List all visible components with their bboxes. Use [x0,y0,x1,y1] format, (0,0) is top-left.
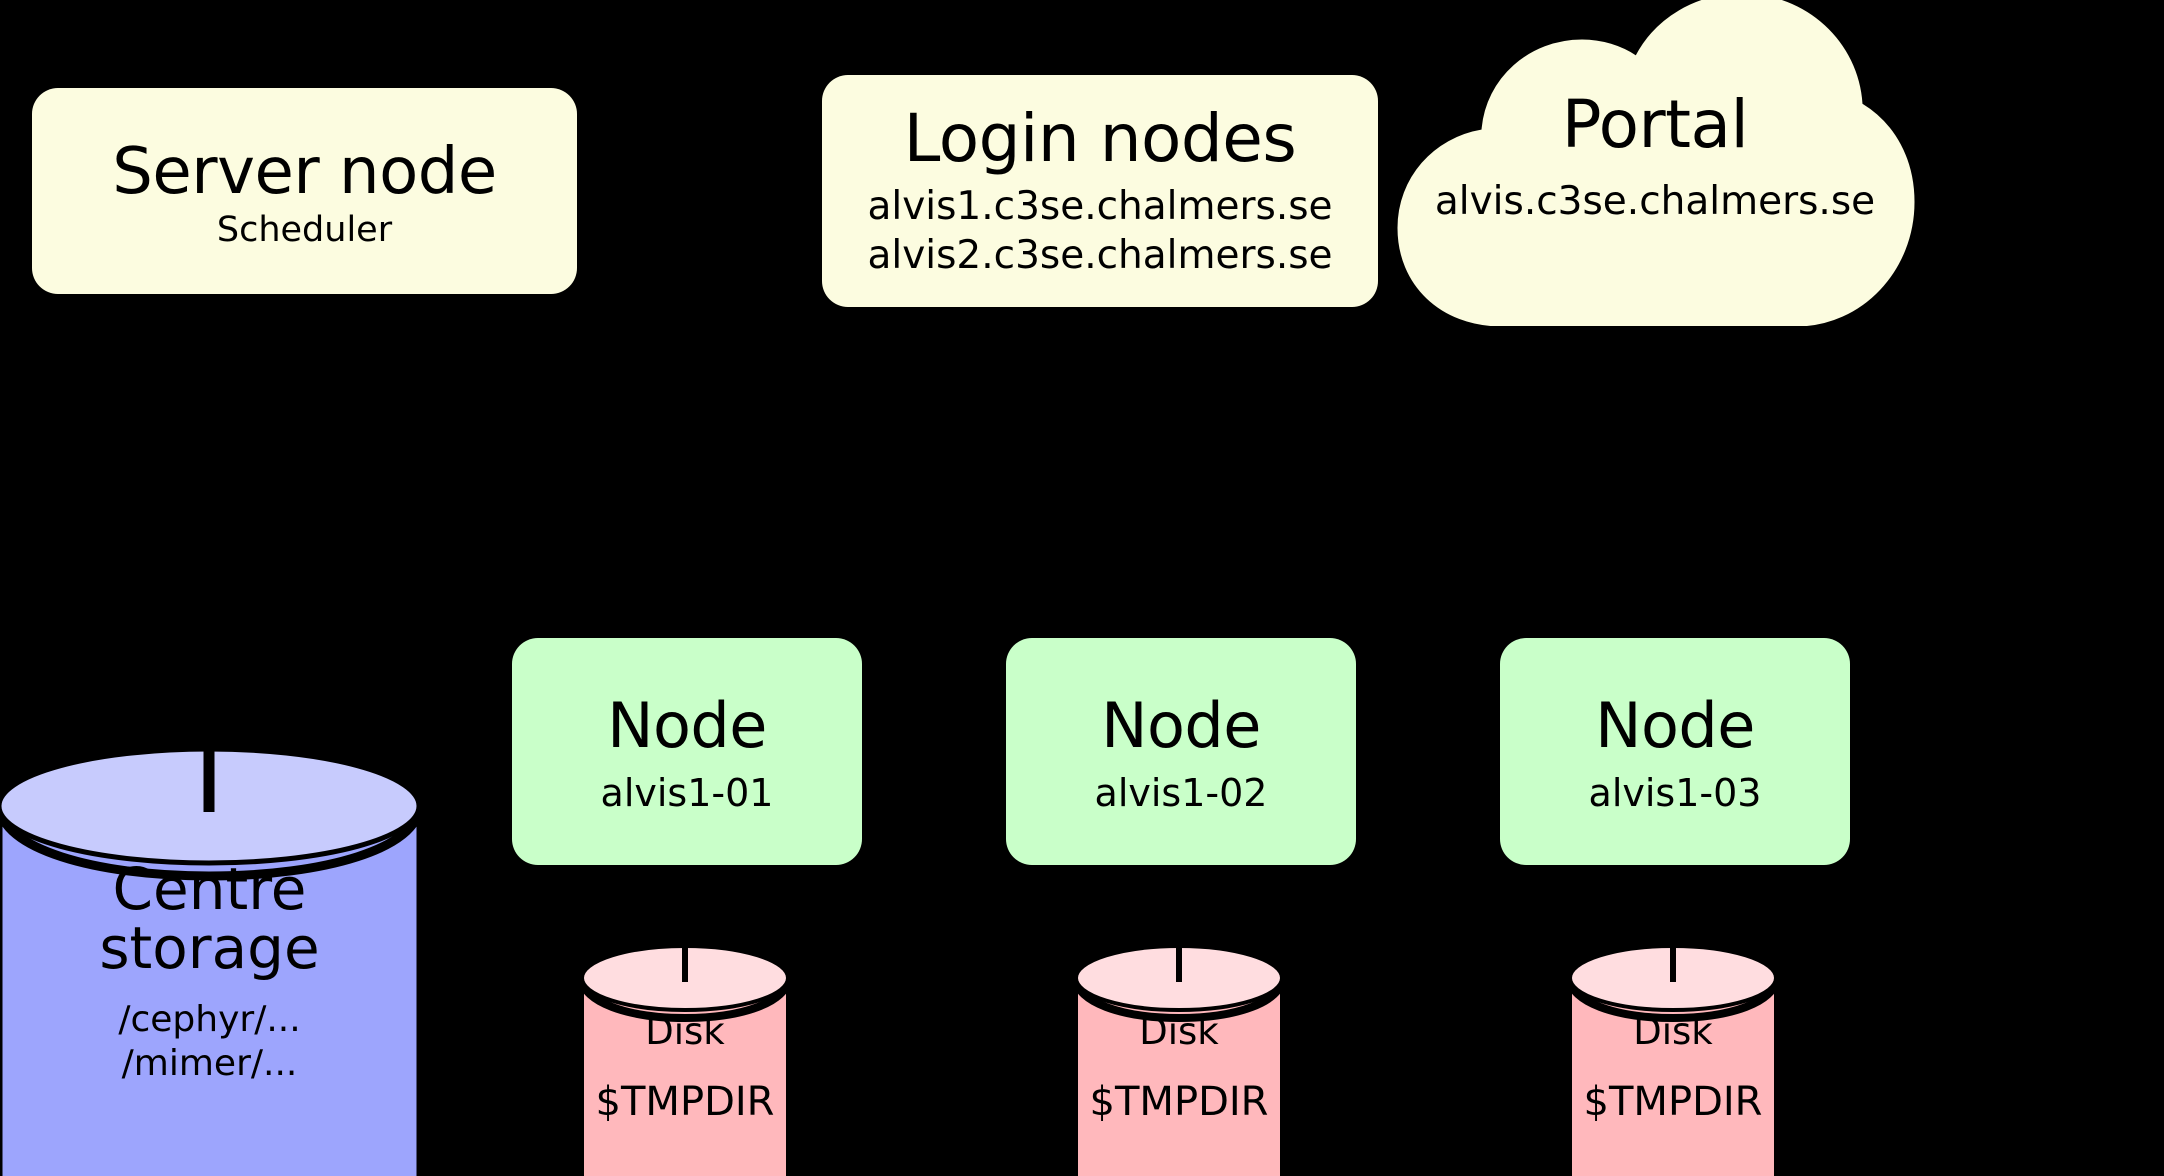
centre-storage-cylinder[interactable] [0,736,437,1176]
compute-node-box-1[interactable]: Node alvis1-01 [512,638,862,865]
compute-node-title-1: Node [607,689,767,762]
compute-node-title-3: Node [1595,689,1755,762]
server-node-subtitle: Scheduler [216,210,393,251]
compute-node-name-1: alvis1-01 [600,771,774,816]
compute-node-box-3[interactable]: Node alvis1-03 [1500,638,1850,865]
compute-node-box-2[interactable]: Node alvis1-02 [1006,638,1356,865]
compute-node-title-2: Node [1101,689,1261,762]
login-nodes-box[interactable]: Login nodes alvis1.c3se.chalmers.se alvi… [822,75,1378,307]
compute-node-name-3: alvis1-03 [1588,771,1762,816]
login-nodes-hosts: alvis1.c3se.chalmers.se alvis2.c3se.chal… [867,183,1332,281]
compute-node-name-2: alvis1-02 [1094,771,1268,816]
login-node-host-2: alvis2.c3se.chalmers.se [867,232,1333,278]
disk-cylinder-2[interactable] [1069,940,1289,1176]
login-node-host-1: alvis1.c3se.chalmers.se [867,183,1333,229]
server-node-box[interactable]: Server node Scheduler [32,88,577,294]
login-nodes-title: Login nodes [903,99,1297,177]
portal-cloud-shape[interactable] [1390,0,1920,326]
server-node-title: Server node [112,135,497,210]
disk-cylinder-1[interactable] [575,940,795,1176]
disk-cylinder-3[interactable] [1563,940,1783,1176]
